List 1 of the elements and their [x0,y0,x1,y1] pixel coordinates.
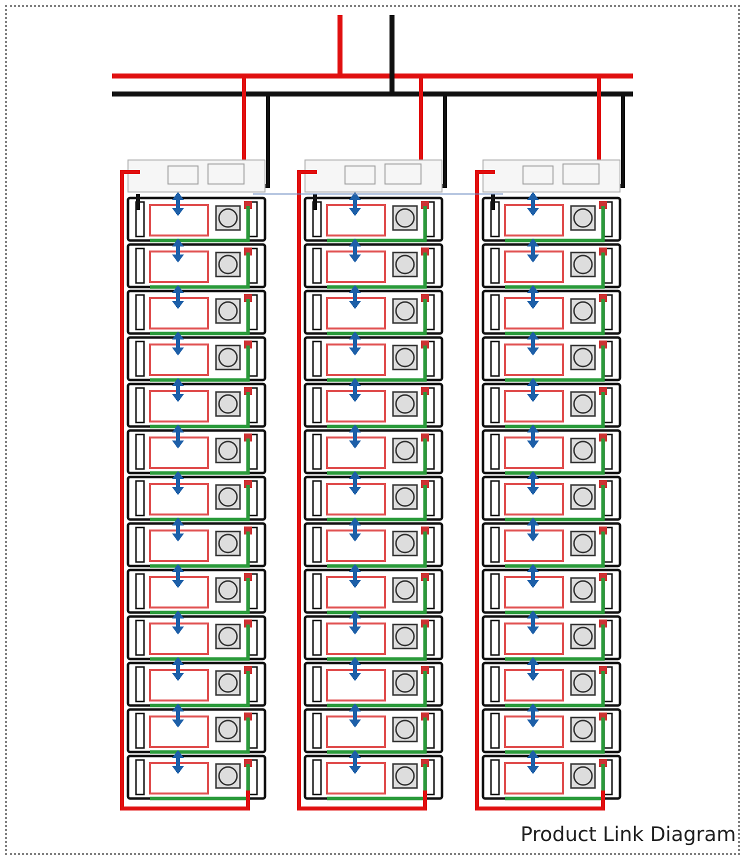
caption: Product Link Diagram [520,822,736,846]
